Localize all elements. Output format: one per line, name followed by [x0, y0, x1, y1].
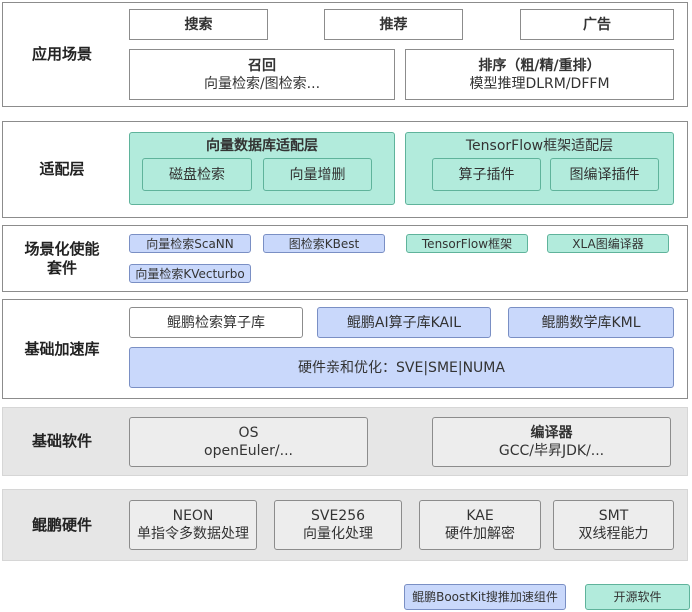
- application-layer-label: 应用场景: [31, 45, 92, 63]
- scenario-label-line2: 套件: [46, 258, 77, 277]
- compiler-title: 编译器: [530, 425, 573, 441]
- base-software-layer: 基础软件 OS openEuler/... 编译器 GCC/毕昇JDK/...: [2, 407, 688, 476]
- tf-adapter-title: TensorFlow框架适配层: [465, 138, 614, 154]
- smt-title: SMT: [598, 508, 629, 524]
- vecdb-adapter-title: 向量数据库适配层: [206, 138, 318, 154]
- vector-incdel-box: 向量增删: [263, 158, 372, 191]
- adapter-layer: 适配层 向量数据库适配层 磁盘检索 向量增删 TensorFlow框架适配层 算…: [2, 121, 688, 218]
- recall-title: 召回: [248, 57, 276, 74]
- disk-search-box: 磁盘检索: [142, 158, 252, 191]
- kml-box: 鲲鹏数学库KML: [508, 307, 674, 338]
- legend-opensource-label: 开源软件: [613, 590, 662, 604]
- scenario-label-line1: 场景化使能: [24, 239, 100, 258]
- adapter-layer-label: 适配层: [39, 160, 85, 178]
- tf-framework-label: TensorFlow框架: [421, 236, 513, 251]
- application-layer: 应用场景 搜索 推荐 广告 召回 向量检索/图检索... 排序（粗/精/重排） …: [2, 2, 688, 107]
- neon-subtitle: 单指令多数据处理: [137, 526, 249, 542]
- kae-title: KAE: [466, 508, 494, 524]
- hardware-layer-label: 鲲鹏硬件: [31, 515, 92, 534]
- recall-box: 召回 向量检索/图检索...: [129, 49, 395, 100]
- kbest-label: 图检索KBest: [288, 236, 360, 251]
- search-label: 搜索: [184, 16, 213, 33]
- scann-label: 向量检索ScaNN: [146, 236, 234, 251]
- smt-box: SMT 双线程能力: [553, 500, 674, 550]
- xla-compiler-label: XLA图编译器: [572, 236, 644, 251]
- scann-box: 向量检索ScaNN: [129, 234, 251, 253]
- vector-incdel-label: 向量增删: [289, 166, 346, 183]
- sve256-subtitle: 向量化处理: [303, 526, 373, 542]
- rank-box: 排序（粗/精/重排） 模型推理DLRM/DFFM: [405, 49, 674, 100]
- hardware-layer: 鲲鹏硬件 NEON 单指令多数据处理 SVE256 向量化处理 KAE 硬件加解…: [2, 489, 688, 561]
- acceleration-layer: 基础加速库 鲲鹏检索算子库 鲲鹏AI算子库KAIL 鲲鹏数学库KML 硬件亲和优…: [2, 299, 688, 399]
- compiler-subtitle: GCC/毕昇JDK/...: [498, 443, 605, 459]
- op-plugin-label: 算子插件: [458, 166, 515, 183]
- os-title: OS: [238, 425, 259, 441]
- disk-search-label: 磁盘检索: [169, 166, 225, 183]
- kail-label: 鲲鹏AI算子库KAIL: [346, 314, 462, 331]
- hw-affinity-box: 硬件亲和优化：SVE|SME|NUMA: [129, 347, 674, 388]
- smt-subtitle: 双线程能力: [578, 526, 649, 542]
- sve256-title: SVE256: [310, 508, 366, 524]
- neon-title: NEON: [172, 508, 214, 524]
- scenario-layer-label: 场景化使能 套件: [3, 226, 121, 291]
- kail-box: 鲲鹏AI算子库KAIL: [317, 307, 491, 338]
- graph-plugin-label: 图编译插件: [569, 166, 640, 183]
- kml-label: 鲲鹏数学库KML: [541, 314, 641, 331]
- ads-box: 广告: [520, 9, 674, 40]
- kae-subtitle: 硬件加解密: [445, 526, 515, 542]
- graph-plugin-box: 图编译插件: [550, 158, 659, 191]
- hw-affinity-label: 硬件亲和优化：SVE|SME|NUMA: [298, 359, 505, 376]
- neon-box: NEON 单指令多数据处理: [129, 500, 257, 550]
- recall-subtitle: 向量检索/图检索...: [203, 75, 321, 92]
- legend-boostkit: 鲲鹏BoostKit搜推加速组件: [404, 584, 566, 610]
- kvecturbo-label: 向量检索KVecturbo: [135, 266, 245, 281]
- compiler-box: 编译器 GCC/毕昇JDK/...: [432, 417, 671, 467]
- sve256-box: SVE256 向量化处理: [274, 500, 402, 550]
- rank-title: 排序（粗/精/重排）: [478, 57, 601, 74]
- kbest-box: 图检索KBest: [263, 234, 385, 253]
- xla-compiler-box: XLA图编译器: [547, 234, 669, 253]
- retrieval-op-lib-label: 鲲鹏检索算子库: [167, 314, 265, 331]
- tf-framework-box: TensorFlow框架: [406, 234, 528, 253]
- legend-opensource: 开源软件: [585, 584, 690, 610]
- kvecturbo-box: 向量检索KVecturbo: [129, 264, 251, 283]
- legend-boostkit-label: 鲲鹏BoostKit搜推加速组件: [412, 590, 558, 604]
- rank-subtitle: 模型推理DLRM/DFFM: [469, 75, 610, 92]
- os-subtitle: openEuler/...: [204, 443, 293, 459]
- retrieval-op-lib-box: 鲲鹏检索算子库: [129, 307, 303, 338]
- recommend-box: 推荐: [324, 9, 463, 40]
- kae-box: KAE 硬件加解密: [419, 500, 541, 550]
- ads-label: 广告: [583, 16, 611, 33]
- base-software-layer-label: 基础软件: [31, 432, 92, 450]
- search-box: 搜索: [129, 9, 268, 40]
- os-box: OS openEuler/...: [129, 417, 368, 467]
- op-plugin-box: 算子插件: [432, 158, 541, 191]
- recommend-label: 推荐: [379, 16, 408, 33]
- scenario-layer: 场景化使能 套件 向量检索ScaNN 图检索KBest TensorFlow框架…: [2, 225, 688, 292]
- acceleration-layer-label: 基础加速库: [24, 339, 100, 358]
